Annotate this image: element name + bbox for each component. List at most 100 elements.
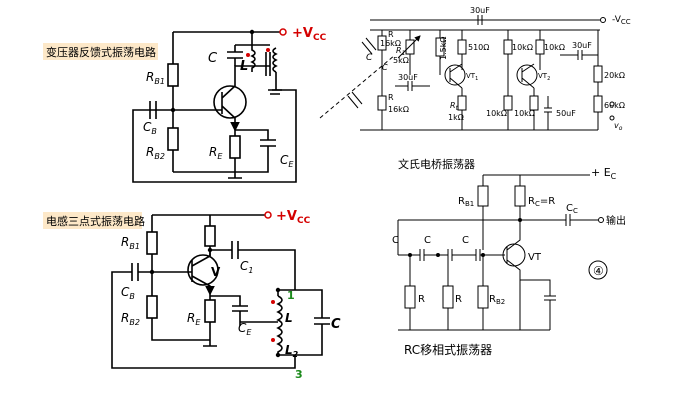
cb-capacitor-2	[131, 263, 139, 281]
output-label: 输出	[606, 214, 626, 227]
inductive-rb2-label: RB2	[121, 311, 140, 327]
top-cap-label: 30uF	[470, 6, 490, 15]
wien-supply-label: -VCC	[612, 15, 631, 26]
rt-value: 1kΩ	[448, 113, 464, 122]
re-resistor	[229, 135, 241, 159]
rc-phase-shift-circuit: + EC RB1 RC=R CC 输出 C C C R R RB2	[392, 166, 626, 357]
rb1-resistor-4	[477, 185, 489, 207]
rc-rb2-label: RB2	[489, 294, 505, 306]
c-30u-mid-label: 30uF	[398, 73, 418, 82]
inductive-feedback-loop	[111, 271, 296, 369]
rc-c2-label: C	[424, 235, 431, 246]
r-10k-c-label: 10kΩ	[486, 109, 507, 118]
r-60k-label: 60kΩ	[604, 101, 625, 110]
tank-c-label: C	[208, 51, 218, 66]
cc-capacitor	[520, 214, 598, 226]
r-10k-a-label: 10kΩ	[512, 43, 533, 52]
c-30u-out-label: 30uF	[572, 41, 592, 50]
c-var-label: C	[366, 53, 373, 63]
r-10k-d-label: 10kΩ	[514, 109, 535, 118]
vt2-label: VT2	[538, 72, 550, 82]
rt-label: Rt	[450, 101, 459, 112]
node-3-label: 3	[295, 368, 303, 381]
rc-resistor-4	[514, 185, 526, 207]
c1-label: C1	[240, 259, 253, 275]
transformer-title-bg	[43, 43, 158, 60]
transistor-v	[187, 254, 219, 286]
rb1-label: RB1	[146, 70, 165, 86]
transistor-symbol	[213, 85, 247, 119]
r16k-a	[377, 35, 387, 51]
rb2-resistor	[167, 127, 179, 151]
rc-r2-label: R	[455, 294, 462, 305]
vt1-symbol	[444, 64, 466, 86]
ground-symbol	[228, 172, 242, 179]
rc-rb1-label: RB1	[458, 196, 474, 208]
ec-supply-label: + EC	[591, 166, 617, 181]
r16k-b-value: 16kΩ	[388, 105, 409, 114]
rc-c1-label: C	[392, 235, 399, 246]
inductive-cb-label: CB	[121, 285, 135, 301]
wien-bridge-circuit: 30uF -VCC R 16kΩ R1 5kΩ 1.5kΩ 510Ω 10kΩ …	[319, 6, 631, 171]
l2-label: L2	[285, 343, 299, 359]
transformer-feedback-circuit: 变压器反馈式振荡电路 +VCC RB1 CB RB2 C L	[43, 26, 327, 183]
vo-label: vo	[614, 121, 623, 132]
tank-capacitor	[227, 45, 243, 66]
vt1-label: VT1	[466, 72, 478, 82]
secondary-winding	[272, 47, 278, 73]
rc-title: RC移相式振荡器	[404, 343, 492, 357]
supply-terminal	[279, 28, 287, 36]
inductive-title: 电感三点式振荡电路	[46, 214, 145, 228]
r1-value: 5kΩ	[393, 56, 409, 65]
ce-capacitor-2	[210, 295, 248, 326]
ganged-capacitor-link	[319, 54, 396, 119]
wien-title: 文氏电桥振荡器	[398, 157, 475, 171]
tapped-l-label: L	[285, 311, 293, 325]
tank-l-label: L	[240, 59, 248, 74]
cc-label: CC	[566, 203, 578, 215]
transformer-title: 变压器反馈式振荡电路	[46, 45, 156, 59]
cap-c-label: C	[382, 63, 388, 72]
transistor-v-label: V	[211, 265, 221, 279]
rb2-label: RB2	[146, 145, 165, 161]
rc-r1-label: R	[418, 294, 425, 305]
feedback-loop	[132, 89, 297, 183]
inductive-rb1-label: RB1	[121, 235, 140, 251]
node-1-label: 1	[287, 289, 295, 302]
rc-resistor	[204, 225, 216, 247]
r16k-b-label: R	[388, 93, 394, 102]
rc-rc-label: RC=R	[528, 196, 555, 208]
inductive-title-bg	[43, 212, 142, 229]
ce-label: CE	[280, 153, 294, 169]
tank-c-label-2: C	[331, 317, 341, 332]
vt2-symbol	[516, 64, 538, 86]
inductive-ce-label: CE	[238, 321, 252, 337]
cb-label: CB	[143, 120, 157, 136]
r-510-label: 510Ω	[468, 43, 489, 52]
tapped-inductor	[276, 295, 283, 355]
c1-capacitor	[210, 241, 296, 290]
c-50u-label: 50uF	[556, 109, 576, 118]
re-label: RE	[209, 145, 223, 161]
rb1-resistor	[167, 63, 179, 87]
rc-chain	[398, 249, 505, 261]
r1-label: R1	[396, 46, 405, 57]
rb2-resistor-2	[146, 295, 158, 319]
supply-label: +VCC	[292, 26, 327, 43]
r1-pot	[405, 39, 415, 55]
r-15k-label: 1.5kΩ	[439, 37, 448, 60]
rc-vt-label: VT	[528, 252, 542, 263]
r-10k-b-label: 10kΩ	[544, 43, 565, 52]
inductive-re-label: RE	[187, 311, 201, 327]
r-20k-label: 20kΩ	[604, 71, 625, 80]
r16k-a-value: 16kΩ	[380, 39, 401, 48]
tank-capacitor-2	[278, 289, 330, 356]
rb1-resistor-2	[146, 231, 158, 255]
inductive-three-point-circuit: 电感三点式振荡电路 +VCC RB1 CB RB2 V C1 RE CE	[43, 209, 341, 381]
ce-capacitor	[235, 129, 276, 173]
figure-number-badge	[588, 260, 608, 280]
inductive-supply: +VCC	[276, 209, 311, 226]
figure-number: ④	[593, 264, 604, 278]
